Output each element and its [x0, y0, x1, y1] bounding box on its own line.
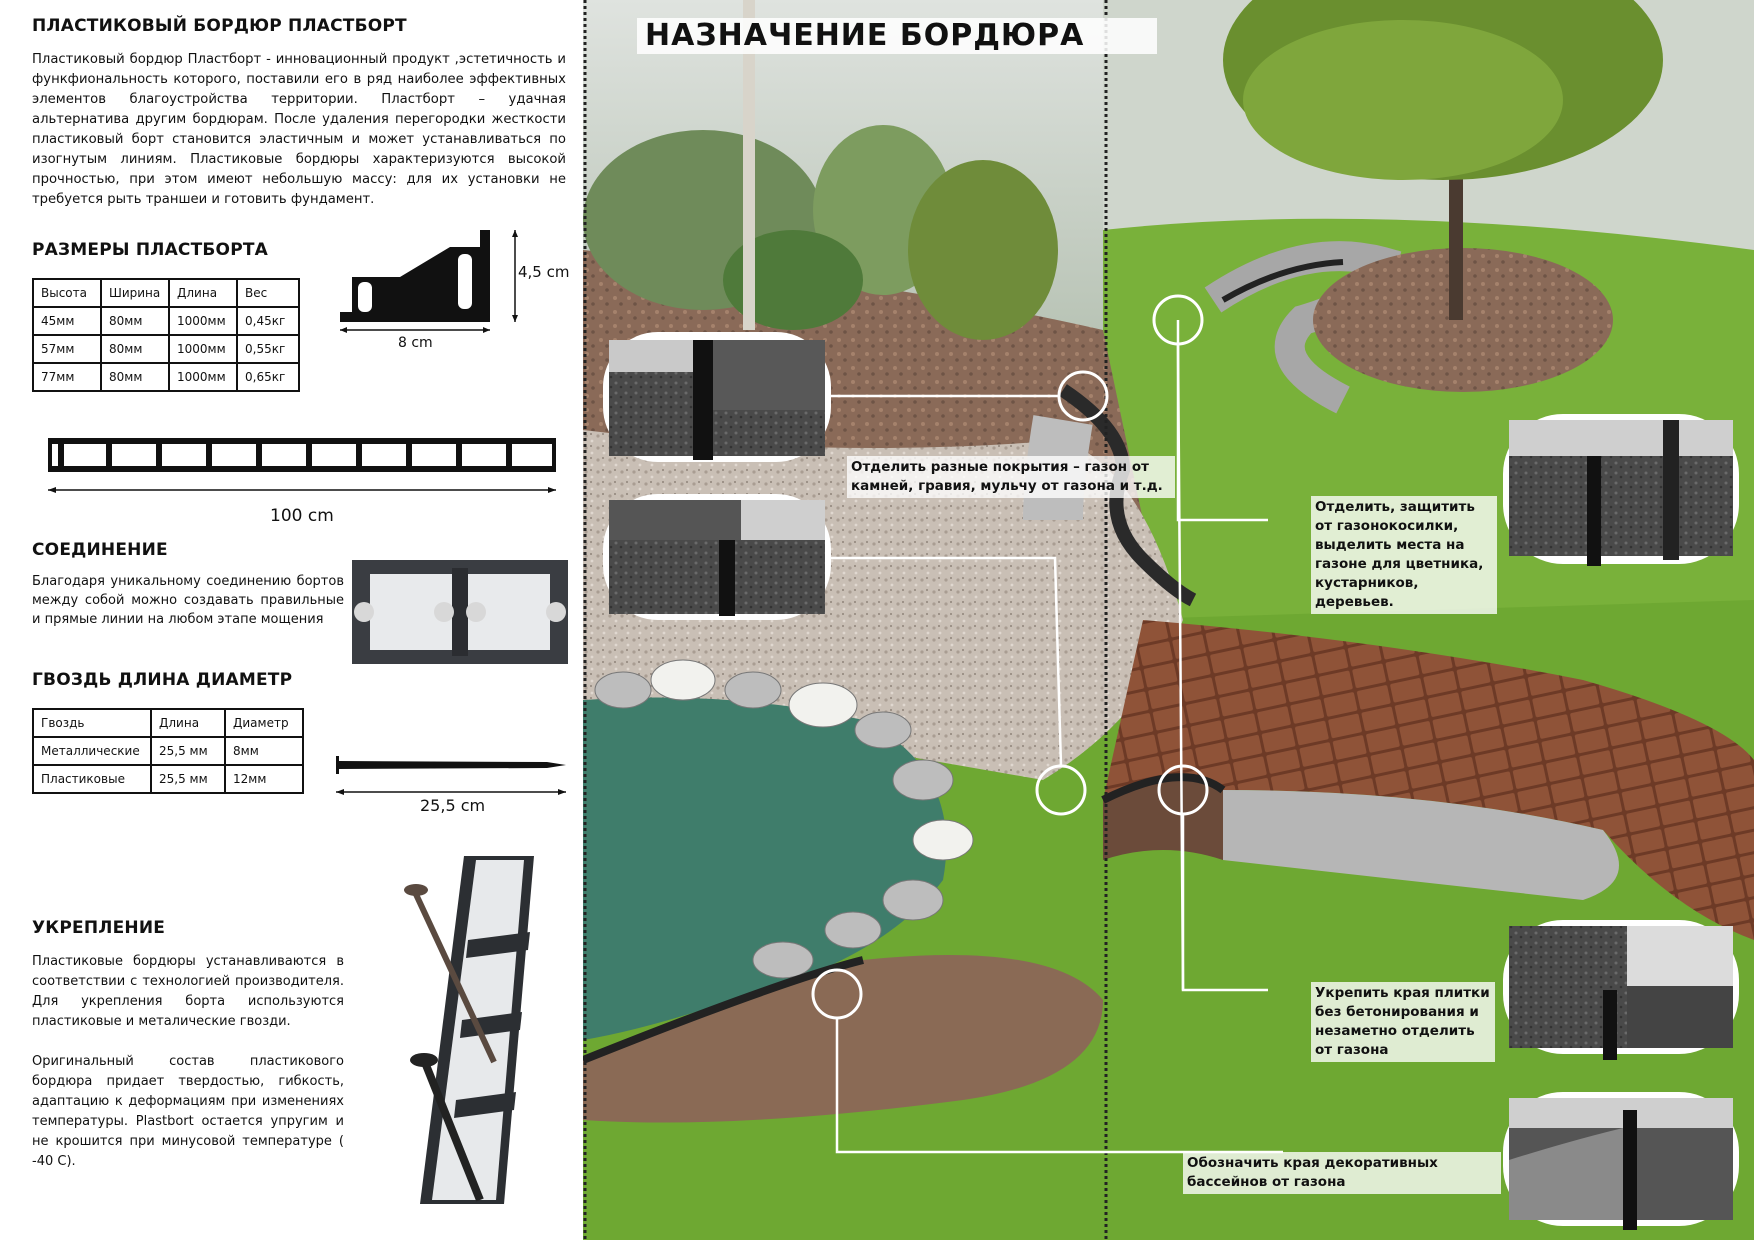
sizes-title: РАЗМЕРЫ ПЛАСТБОРТА [32, 240, 269, 260]
sizes-cell: 57мм [32, 334, 102, 364]
sizes-cell: 1000мм [168, 306, 238, 336]
caption-paver-edge: Укрепить края плитки без бетонирования и… [1311, 982, 1495, 1062]
connection-title: СОЕДИНЕНИЕ [32, 540, 168, 560]
profile-height-label: 4,5 cm [518, 263, 570, 281]
sizes-cell: 0,65кг [236, 362, 300, 392]
sizes-cell: 80мм [100, 306, 170, 336]
sizes-cell: 80мм [100, 334, 170, 364]
purpose-title: НАЗНАЧЕНИЕ БОРДЮРА [645, 18, 1085, 53]
section-bubble-tree [1503, 414, 1739, 566]
sizes-cell: 1000мм [168, 334, 238, 364]
fix-title: УКРЕПЛЕНИЕ [32, 918, 166, 938]
connection-text: Благодаря уникальному соединению бортов … [32, 574, 344, 627]
profile-width-label: 8 cm [398, 335, 433, 351]
section-bubble-pond [1503, 1092, 1739, 1230]
installation-photo [404, 856, 534, 1204]
sizes-header-cell: Длина [168, 278, 238, 308]
nail-drawing [336, 756, 566, 795]
nail-header-cell: Гвоздь [32, 708, 152, 738]
nail-length-label: 25,5 cm [420, 796, 486, 815]
nail-header-cell: Длина [150, 708, 226, 738]
left-page: ПЛАСТИКОВЫЙ БОРДЮР ПЛАСТБОРТ Пластиковый… [0, 0, 583, 1240]
sizes-cell: 1000мм [168, 362, 238, 392]
nail-cell: Металлические [32, 736, 152, 766]
sizes-cell: 0,45кг [236, 306, 300, 336]
nail-header-cell: Диаметр [224, 708, 304, 738]
section-bubble-gravel-lawn [603, 332, 831, 462]
garden-illustration [583, 0, 1754, 1240]
connection-photo [352, 560, 568, 664]
border-top-view-drawing [48, 438, 556, 493]
section-bubble-pavers [1503, 920, 1739, 1060]
length-label: 100 cm [270, 506, 334, 526]
fix-text-1: Пластиковые бордюры устанавливаются в со… [32, 954, 344, 1029]
section-bubble-stone-lawn [603, 494, 831, 620]
intro-text: Пластиковый бордюр Пластборт - инновацио… [32, 52, 566, 207]
title-bar [637, 18, 1157, 54]
caption-protect-lawn: Отделить, защитить от газонокосилки, выд… [1311, 496, 1497, 614]
border-profile-drawing [340, 230, 518, 333]
nail-title: ГВОЗДЬ ДЛИНА ДИАМЕТР [32, 670, 293, 690]
nail-cell: 25,5 мм [150, 736, 226, 766]
fix-text-2: Оригинальный состав пластикового бордюра… [32, 1054, 344, 1169]
sizes-cell: 77мм [32, 362, 102, 392]
sizes-header-cell: Высота [32, 278, 102, 308]
nail-cell: 12мм [224, 764, 304, 794]
nail-cell: Пластиковые [32, 764, 152, 794]
sizes-cell: 80мм [100, 362, 170, 392]
main-title: ПЛАСТИКОВЫЙ БОРДЮР ПЛАСТБОРТ [32, 16, 407, 36]
sizes-header-cell: Ширина [100, 278, 170, 308]
sizes-cell: 0,55кг [236, 334, 300, 364]
right-page: НАЗНАЧЕНИЕ БОРДЮРА Отделить разные покры… [583, 0, 1754, 1240]
sizes-cell: 45мм [32, 306, 102, 336]
caption-separate-surfaces: Отделить разные покрытия – газон от камн… [847, 456, 1175, 498]
nail-cell: 8мм [224, 736, 304, 766]
caption-pond-edge: Обозначить края декоративных бассейнов о… [1183, 1152, 1501, 1194]
sizes-header-cell: Вес [236, 278, 300, 308]
nail-cell: 25,5 мм [150, 764, 226, 794]
